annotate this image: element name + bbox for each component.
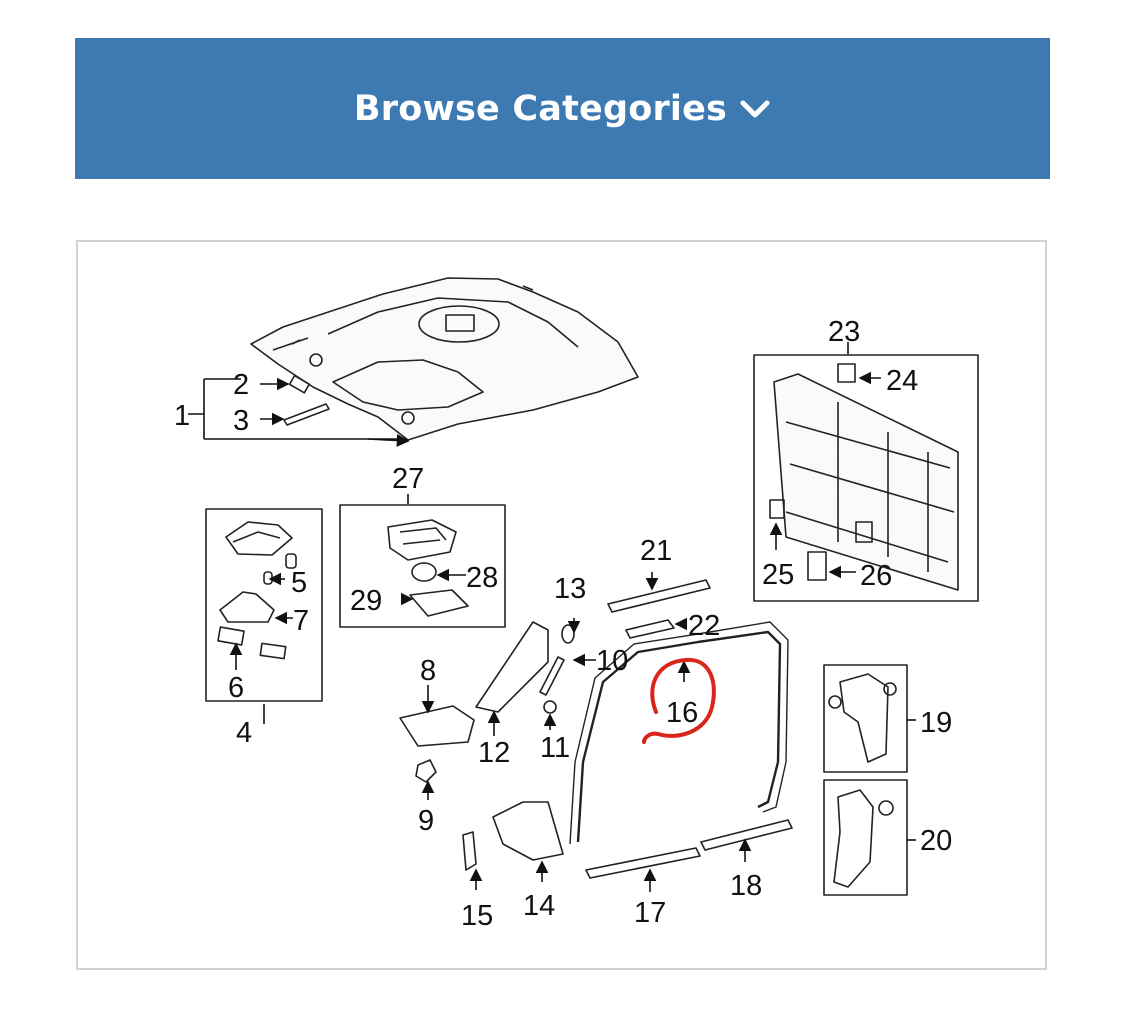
callout-26: 26 <box>860 560 892 592</box>
highlight-circle <box>642 657 716 744</box>
callout-29: 29 <box>350 585 382 617</box>
callout-6: 6 <box>228 672 244 704</box>
parts-diagram-frame: 1 2 3 4 5 6 7 8 9 10 11 12 13 14 15 16 1… <box>76 240 1047 970</box>
part-2-item <box>288 374 311 394</box>
callout-13: 13 <box>554 573 586 605</box>
callout-25: 25 <box>762 559 794 591</box>
door-weatherstrip <box>576 630 782 843</box>
callout-21: 21 <box>640 535 672 567</box>
browse-categories-button[interactable]: Browse Categories <box>75 38 1050 179</box>
headliner-panel <box>250 277 639 441</box>
callout-3: 3 <box>233 405 249 437</box>
callout-23: 23 <box>828 316 860 348</box>
part-23-box <box>753 354 979 602</box>
callout-15: 15 <box>461 900 493 932</box>
part-3-item <box>283 403 330 426</box>
callout-18: 18 <box>730 870 762 902</box>
parts-diagram: 1 2 3 4 5 6 7 8 9 10 11 12 13 14 15 16 1… <box>174 277 979 932</box>
callout-14: 14 <box>523 890 555 922</box>
callout-11: 11 <box>540 732 570 764</box>
callout-20: 20 <box>920 825 952 857</box>
callout-22: 22 <box>688 610 720 642</box>
callout-8: 8 <box>420 655 436 687</box>
callout-7: 7 <box>293 605 309 637</box>
callout-12: 12 <box>478 737 510 769</box>
part-27-box <box>339 504 506 628</box>
callout-28: 28 <box>466 562 498 594</box>
callout-5: 5 <box>291 567 307 599</box>
callout-4: 4 <box>236 717 252 749</box>
callout-2: 2 <box>233 369 249 401</box>
browse-categories-label: Browse Categories <box>353 88 728 129</box>
part-20-box <box>823 779 908 896</box>
part-4-box <box>205 508 323 702</box>
callout-10: 10 <box>596 645 628 677</box>
callout-27: 27 <box>392 463 424 495</box>
callout-19: 19 <box>920 707 952 739</box>
part-19-box <box>823 664 908 773</box>
callout-24: 24 <box>886 365 918 397</box>
callout-16: 16 <box>666 697 698 729</box>
callout-17: 17 <box>634 897 666 929</box>
chevron-down-icon <box>739 98 771 120</box>
callout-1: 1 <box>174 400 190 432</box>
callout-9: 9 <box>418 805 434 837</box>
